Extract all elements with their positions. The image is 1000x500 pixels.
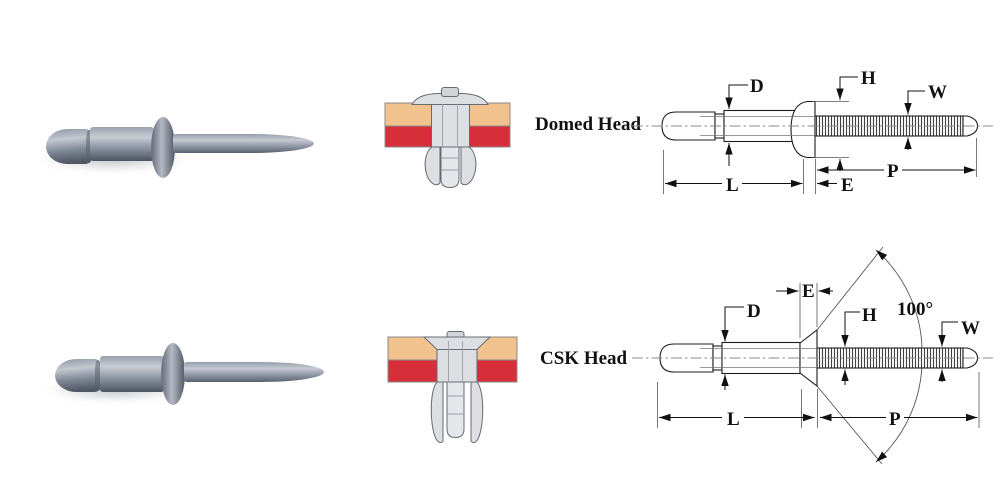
drawing-csk-head: CSK Head 100° — [540, 246, 993, 465]
dim-H — [841, 311, 860, 385]
label-E: E — [802, 281, 815, 302]
label-W: W — [928, 82, 947, 103]
installed-rivet — [411, 87, 489, 189]
expanded-leg-right — [460, 146, 477, 186]
label-H: H — [861, 68, 876, 89]
detail-lines — [447, 341, 464, 415]
extension-lines — [657, 283, 980, 428]
rivet-stem — [173, 134, 314, 153]
label-H: H — [862, 305, 877, 326]
rivet-mandrel-head — [46, 129, 93, 164]
label-P: P — [887, 161, 899, 182]
expanded-leg-left — [430, 381, 444, 444]
extension-lines — [663, 101, 977, 194]
rivet-flange — [161, 343, 185, 405]
rivet-stem — [184, 362, 324, 382]
domed-title: Domed Head — [535, 114, 642, 135]
expanded-leg-left — [424, 146, 441, 186]
illustration-csk-installed — [387, 331, 518, 444]
label-D: D — [747, 301, 761, 322]
photo-csk-rivet — [40, 330, 340, 425]
dim-D — [721, 306, 744, 390]
mandrel-tube — [440, 146, 460, 189]
csk-title: CSK Head — [540, 348, 628, 369]
rivet-groove — [95, 360, 101, 391]
rivet-groove — [86, 130, 92, 163]
label-P: P — [889, 409, 901, 430]
dome-head — [411, 93, 489, 105]
illustration-domed-installed — [384, 87, 511, 189]
rivet-shank — [436, 349, 478, 383]
installed-rivet — [422, 331, 492, 444]
hidden-hole-lines — [700, 116, 815, 136]
label-W: W — [961, 318, 980, 339]
mandrel-tube — [446, 381, 465, 439]
rivet-mandrel-head — [55, 359, 102, 392]
expanded-leg-right — [470, 381, 484, 444]
dimension-lines — [659, 287, 978, 422]
dimension-lines — [665, 76, 976, 188]
label-L: L — [726, 175, 739, 196]
rivet-shank — [431, 102, 470, 148]
label-D: D — [750, 76, 764, 97]
dim-H — [836, 76, 858, 171]
detail-lines — [441, 104, 459, 171]
dim-W — [938, 321, 958, 382]
cone-angle — [816, 246, 923, 465]
label-angle: 100° — [897, 299, 933, 320]
rivet-body — [90, 127, 154, 161]
dome-head — [790, 100, 816, 159]
rivet-body — [100, 356, 164, 392]
photo-domed-rivet — [30, 100, 330, 195]
dim-D — [725, 84, 748, 166]
label-E: E — [841, 175, 854, 196]
hidden-hole-lines — [700, 348, 817, 368]
drawing-domed-head: Domed Head — [535, 68, 993, 196]
rivet-outline — [661, 100, 979, 159]
label-L: L — [727, 409, 740, 430]
rivet-flange — [151, 117, 175, 178]
dim-W — [904, 90, 925, 150]
mandrel-stub — [441, 87, 459, 97]
